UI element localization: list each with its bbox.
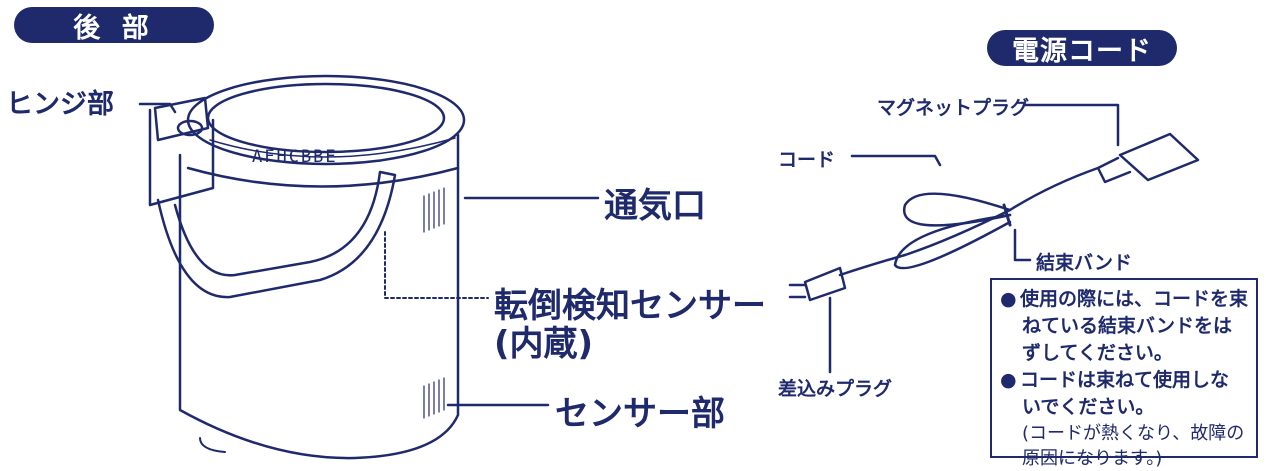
cord-label: コード (778, 149, 836, 171)
hinge-part (148, 96, 215, 207)
sensor-label: センサー部 (555, 394, 725, 434)
handle (156, 170, 397, 299)
note-item: ●コードは束ねて使用しないでください。 (1000, 367, 1248, 421)
note-item: ●使用の際には、コードを束ねている結束バンドをはずしてください。 (1000, 286, 1248, 367)
sensor-grille (423, 377, 445, 419)
power-cord-badge: 電源コード (987, 30, 1177, 67)
pot-body (178, 74, 466, 460)
body-logo: AFHCBBE (252, 147, 338, 167)
vent-grille (423, 187, 445, 233)
hinge-label: ヒンジ部 (6, 89, 114, 120)
power-cord-art (788, 132, 1200, 302)
note-text: 使用の際には、コードを束ねている結束バンドをはずしてください。 (1020, 288, 1249, 364)
note-text: コードは束ねて使用しないでください。 (1020, 369, 1230, 418)
magnet-plug-label: マグネットプラグ (877, 97, 1030, 119)
tip-sensor-label: 転倒検知センサー (494, 286, 766, 326)
cord-leader-lines (828, 103, 1120, 374)
usage-notes: ●使用の際には、コードを束ねている結束バンドをはずしてください。 ●コードは束ね… (990, 278, 1258, 469)
leader-lines (138, 102, 600, 407)
bullet-icon: ● (1000, 369, 1017, 391)
vent-label: 通気口 (604, 186, 706, 226)
binding-band-label: 結束バンド (1036, 252, 1132, 274)
bullet-icon: ● (1000, 288, 1017, 310)
rear-badge: 後 部 (14, 7, 214, 44)
tip-sensor-note: (内蔵) (494, 324, 594, 364)
plug-label: 差込みプラグ (778, 378, 893, 400)
